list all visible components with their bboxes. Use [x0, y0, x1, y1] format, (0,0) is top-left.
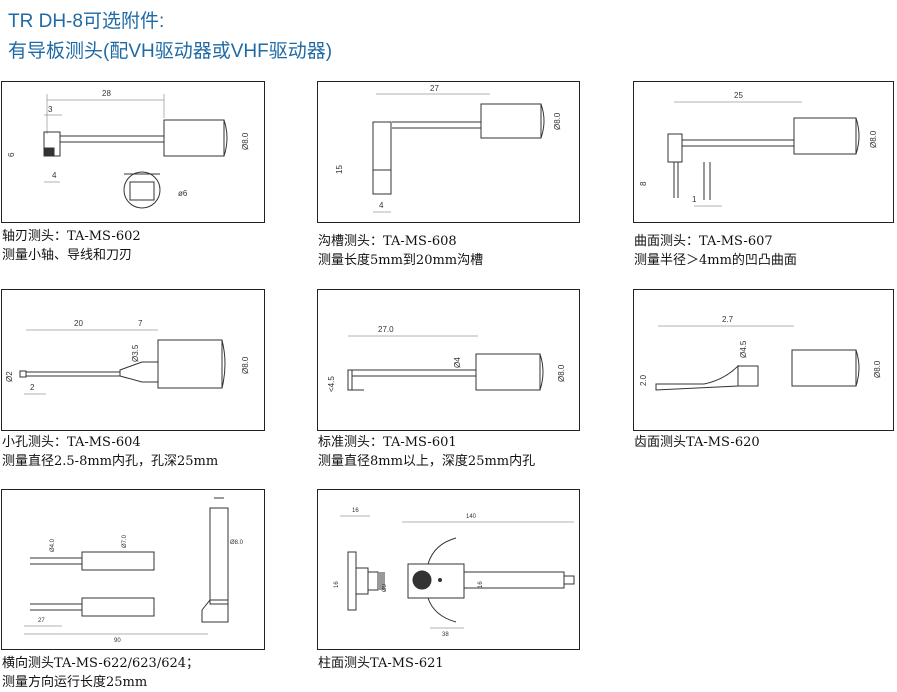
- dim-step: 7: [138, 319, 143, 328]
- caption-ta-ms-601: 标准测头：TA-MS-601 测量直径8mm以上，深度25mm内孔: [318, 433, 535, 471]
- dim-tip-diameter: Ø2: [5, 371, 14, 382]
- dim-height: 16: [334, 581, 340, 588]
- dim-length: 140: [466, 514, 477, 520]
- caption-ta-ms-604: 小孔测头：TA-MS-604 测量直径2.5-8mm内孔，孔深25mm: [2, 433, 218, 471]
- probe-drawing-601: 27.0 Ø4 Ø8.0 <4.5: [327, 325, 566, 392]
- probe-drawing-608: 27 Ø8.0 15 4: [335, 84, 562, 213]
- caption-line: 标准测头：TA-MS-601: [318, 435, 457, 450]
- caption-line: 轴刃测头：TA-MS-602: [2, 229, 141, 244]
- dim-total: 90: [114, 638, 121, 644]
- dim-neck: Ø4.5: [739, 340, 748, 358]
- dim-body: Ø7.0: [122, 534, 128, 548]
- caption-ta-ms-607: 曲面测头：TA-MS-607 测量半径＞4mm的凹凸曲面: [634, 232, 797, 270]
- dim-length: 27.0: [378, 325, 394, 334]
- drawing-panel-ta-ms-607: 25 Ø8.0 8 1: [633, 81, 894, 223]
- caption-line: 沟槽测头：TA-MS-608: [318, 234, 457, 249]
- caption-ta-ms-622: 横向测头TA-MS-622/623/624； 测量方向运行长度25mm: [2, 654, 199, 692]
- dim-length: 20: [74, 319, 83, 328]
- caption-line: 横向测头TA-MS-622/623/624；: [2, 656, 200, 671]
- dim-flange: 16: [352, 508, 359, 514]
- dim-height: 15: [335, 165, 344, 174]
- caption-ta-ms-621: 柱面测头TA-MS-621: [318, 654, 444, 673]
- dim-diameter: Ø8.0: [869, 130, 878, 148]
- probe-drawing-602: 28 3 6 Ø8.0 4 ø6: [7, 89, 250, 209]
- dim-length: 25: [734, 91, 743, 100]
- probe-drawing-604: 20 7 Ø3.5 Ø8.0 Ø2 2: [5, 319, 250, 395]
- dim-length: 28: [102, 89, 111, 98]
- caption-line: 齿面测头TA-MS-620: [634, 435, 760, 450]
- dim-knob: Ø9: [382, 583, 388, 592]
- probe-drawing-621: 16 140 Ø9 16 16 38: [334, 508, 575, 638]
- drawing-panel-ta-ms-620: 2.7 Ø4.5 Ø8.0 2.0: [633, 289, 894, 431]
- caption-line: 测量方向运行长度25mm: [2, 675, 148, 690]
- dim-neck: Ø4.0: [50, 538, 56, 552]
- dim-height: 2.0: [639, 374, 648, 386]
- caption-ta-ms-602: 轴刃测头：TA-MS-602 测量小轴、导线和刀刃: [2, 227, 141, 265]
- dim-circle: ø6: [178, 189, 188, 198]
- drawing-panel-ta-ms-604: 20 7 Ø3.5 Ø8.0 Ø2 2: [1, 289, 265, 431]
- dim-height: 6: [7, 152, 16, 157]
- dim-length: 27: [430, 84, 439, 93]
- dim-length: 27: [38, 618, 45, 624]
- page-title-line2: 有导板测头(配VH驱动器或VHF驱动器): [8, 41, 333, 62]
- dim-diameter: Ø8.0: [241, 356, 250, 374]
- caption-line: 测量直径8mm以上，深度25mm内孔: [318, 454, 536, 469]
- dim-diameter: Ø8.0: [230, 540, 244, 546]
- dim-tip: 2: [30, 383, 35, 392]
- caption-line: 测量小轴、导线和刀刃: [2, 248, 133, 263]
- caption-line: 曲面测头：TA-MS-607: [634, 234, 773, 249]
- dim-diameter: Ø8.0: [873, 360, 882, 378]
- caption-line: 柱面测头TA-MS-621: [318, 656, 444, 671]
- dim-length: 2.7: [722, 315, 734, 324]
- caption-line: 测量半径＞4mm的凹凸曲面: [634, 253, 797, 268]
- caption-line: 测量直径2.5-8mm内孔，孔深25mm: [2, 454, 219, 469]
- dim-shaft: 16: [478, 581, 484, 588]
- dim-height: 8: [639, 181, 648, 186]
- caption-line: 测量长度5mm到20mm沟槽: [318, 253, 484, 268]
- dim-neck: Ø3.5: [131, 344, 140, 362]
- drawing-panel-ta-ms-602: 28 3 6 Ø8.0 4 ø6: [1, 81, 265, 223]
- dim-width: 4: [52, 171, 57, 180]
- drawing-panel-ta-ms-608: 27 Ø8.0 15 4: [317, 81, 580, 223]
- caption-ta-ms-620: 齿面测头TA-MS-620: [634, 433, 760, 452]
- dim-diameter: Ø8.0: [241, 132, 250, 150]
- dim-diameter: Ø8.0: [557, 364, 566, 382]
- drawing-panel-ta-ms-601: 27.0 Ø4 Ø8.0 <4.5: [317, 289, 580, 431]
- probe-drawing-622: Ø4.0 Ø7.0 Ø8.0 27 90: [24, 497, 244, 644]
- page-title-line1: TR DH-8可选附件:: [8, 11, 165, 32]
- dim-neck: Ø4: [453, 357, 462, 368]
- probe-drawing-607: 25 Ø8.0 8 1: [639, 91, 878, 207]
- probe-drawing-620: 2.7 Ø4.5 Ø8.0 2.0: [639, 315, 882, 391]
- dim-width: 1: [692, 195, 697, 204]
- dim-arc: 38: [442, 632, 449, 638]
- dim-diameter: Ø8.0: [553, 112, 562, 130]
- drawing-panel-ta-ms-622: Ø4.0 Ø7.0 Ø8.0 27 90: [1, 489, 265, 650]
- caption-line: 小孔测头：TA-MS-604: [2, 435, 141, 450]
- dim-height: <4.5: [327, 376, 336, 392]
- drawing-panel-ta-ms-621: 16 140 Ø9 16 16 38: [317, 489, 580, 650]
- dim-width: 4: [379, 201, 384, 210]
- caption-ta-ms-608: 沟槽测头：TA-MS-608 测量长度5mm到20mm沟槽: [318, 232, 483, 270]
- dim-tip: 3: [48, 105, 53, 114]
